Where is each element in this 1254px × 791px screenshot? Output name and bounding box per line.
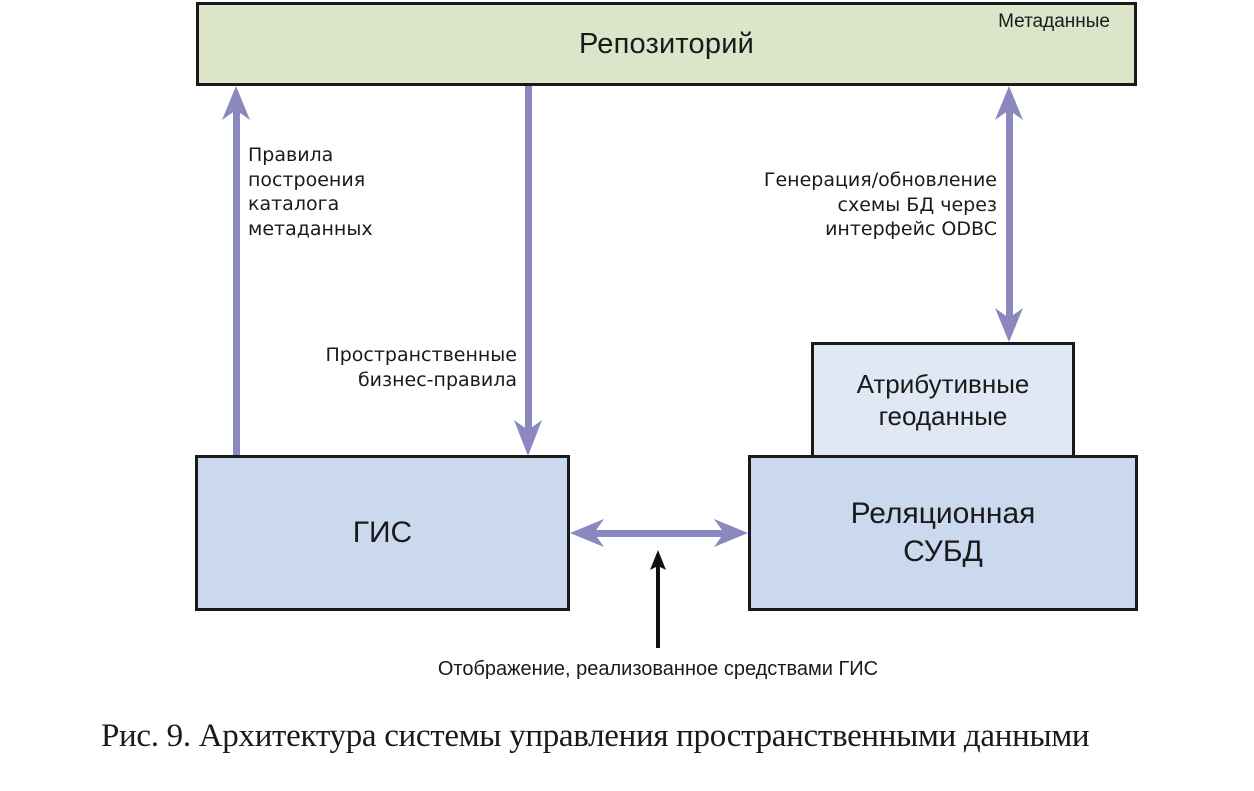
mapping-label: Отображение, реализованное средствами ГИ…	[437, 658, 879, 680]
repository-title: Репозиторий	[578, 27, 754, 60]
label-line: Генерация/обновление	[763, 169, 997, 191]
repository-box: Репозиторий Метаданные	[196, 2, 1137, 86]
label-line: Пространственные	[325, 344, 517, 366]
label-line: построения	[248, 168, 366, 191]
rdbms-box: Реляционная СУБД	[748, 455, 1138, 611]
catalog-rules-label: Правила построения каталога метаданных	[248, 143, 373, 241]
arrow-gis-rdbms-bidirectional	[570, 519, 748, 547]
rdbms-title-line: СУБД	[903, 535, 983, 568]
gis-title: ГИС	[352, 516, 413, 549]
label-line: бизнес-правила	[357, 368, 517, 391]
arrow-repository-attribute-bidirectional	[995, 86, 1023, 342]
metadata-tag: Метаданные	[998, 11, 1110, 32]
figure-caption: Рис. 9. Архитектура системы управления п…	[101, 718, 1090, 754]
gis-box: ГИС	[195, 455, 570, 611]
business-rules-label: Пространственные бизнес-правила	[325, 343, 517, 392]
arrow-gis-to-repository	[222, 86, 250, 456]
label-line: Правила	[248, 144, 334, 166]
pointer-arrow-mapping	[650, 550, 666, 648]
label-line: каталога	[248, 193, 340, 215]
label-line: метаданных	[248, 217, 373, 240]
label-line: интерфейс ODBC	[825, 218, 997, 240]
label-line: схемы БД через	[837, 193, 997, 216]
attribute-geodata-line: Атрибутивные	[856, 369, 1030, 399]
rdbms-title-line: Реляционная	[850, 497, 1036, 530]
attribute-geodata-box: Атрибутивные геоданные	[811, 342, 1075, 458]
attribute-geodata-line: геоданные	[878, 401, 1008, 431]
schema-generation-label: Генерация/обновление схемы БД через инте…	[764, 168, 997, 242]
arrow-repository-to-gis	[514, 86, 542, 456]
